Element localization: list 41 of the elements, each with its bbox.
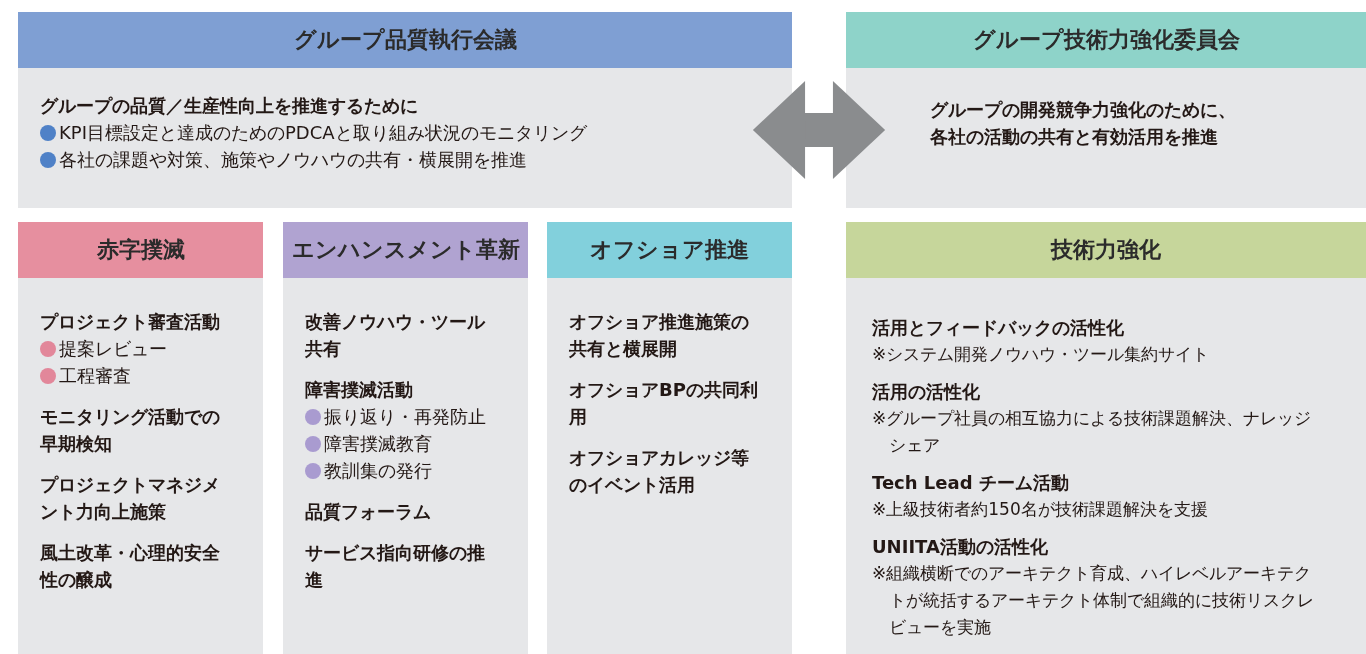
note-text: ※システム開発ノウハウ・ツール集約サイト <box>872 343 1211 366</box>
bullet-text: 教訓集の発行 <box>324 459 432 483</box>
panel-heading: グループ品質執行会議 <box>18 12 792 68</box>
item-heading: オフショアカレッジ等のイベント活用 <box>569 446 750 497</box>
panel-card <box>846 222 1366 654</box>
bullet-text: 各社の課題や対策、施策やノウハウの共有・横展開を推進 <box>59 148 527 172</box>
item-heading: 障害撲滅活動 <box>305 378 414 402</box>
item-heading: グループの品質／生産性向上を推進するために <box>40 94 419 118</box>
item-heading: UNIITA活動の活性化 <box>872 535 1049 559</box>
item-heading: サービス指向研修の推進 <box>305 541 486 592</box>
item-heading: 風土改革・心理的安全性の醸成 <box>40 541 221 592</box>
item-heading: Tech Lead チーム活動 <box>872 471 1070 495</box>
item-heading: グループの開発競争力強化のために、各社の活動の共有と有効活用を推進 <box>930 98 1237 149</box>
panel-heading: 技術力強化 <box>846 222 1366 278</box>
item-heading: 活用とフィードバックの活性化 <box>872 316 1125 340</box>
panel-heading: エンハンスメント革新 <box>283 222 528 278</box>
item-heading: オフショア推進施策の共有と横展開 <box>569 310 750 361</box>
panel-heading: オフショア推進 <box>547 222 792 278</box>
item-heading: モニタリング活動での早期検知 <box>40 405 221 456</box>
panel-heading: 赤字撲滅 <box>18 222 263 278</box>
bullet-text: KPI目標設定と達成のためのPDCAと取り組み状況のモニタリング <box>59 121 587 145</box>
bullet-text: 障害撲滅教育 <box>324 432 432 456</box>
panel-card <box>547 222 792 654</box>
item-heading: プロジェクト審査活動 <box>40 310 221 334</box>
bullet-text: 提案レビュー <box>59 337 167 361</box>
panel-card <box>18 12 792 208</box>
panel-card <box>846 12 1366 208</box>
item-heading: 改善ノウハウ・ツール共有 <box>305 310 487 361</box>
panel-card <box>18 222 263 654</box>
note-text: ※組織横断でのアーキテクト育成、ハイレベルアーキテクトが統括するアーキテクト体制で組織的に技術リスクレビューを実施 <box>872 562 1315 639</box>
note-text: ※グループ社員の相互協力による技術課題解決、ナレッジシェア <box>872 407 1313 457</box>
item-heading: 活用の活性化 <box>872 380 981 404</box>
item-heading: プロジェクトマネジメント力向上施策 <box>40 473 221 524</box>
panel-heading: グループ技術力強化委員会 <box>846 12 1366 68</box>
panel-card <box>283 222 528 654</box>
item-heading: 品質フォーラム <box>305 500 432 524</box>
bullet-text: 振り返り・再発防止 <box>324 405 486 429</box>
note-text: ※上級技術者約150名が技術課題解決を支援 <box>872 498 1209 521</box>
double-arrow <box>752 81 886 179</box>
item-heading: オフショアBPの共同利用 <box>569 378 759 429</box>
bullet-text: 工程審査 <box>59 364 131 388</box>
